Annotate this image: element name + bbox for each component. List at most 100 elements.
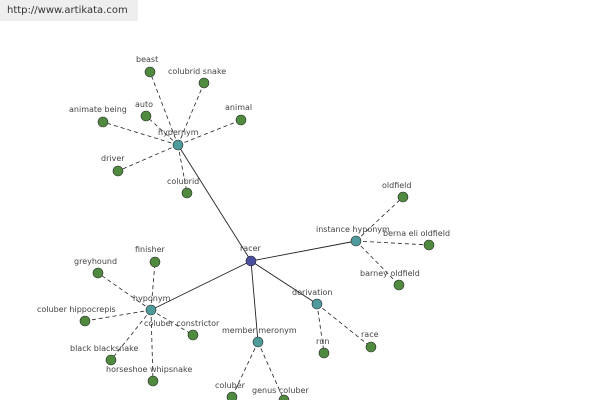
leaf-node-coluber-hippocrepis-label: coluber hippocrepis [37,305,116,314]
edge-center-hyponym [150,260,252,311]
edge-hypernym-beast [149,71,179,146]
category-node-hyponym-dot[interactable] [145,304,157,316]
edge-member-meronym-coluber [231,341,259,398]
category-node-hypernym-label: hypernym [158,128,199,137]
category-node-hypernym[interactable]: hypernym [158,128,199,151]
leaf-node-run-label: run [316,337,329,346]
edge-hypernym-auto [145,115,179,146]
leaf-node-colubrid[interactable]: colubrid [167,177,199,199]
edge-instance-hyponym-berna-eli-oldfield [355,240,430,246]
leaf-node-coluber-constrictor-dot[interactable] [187,329,199,341]
leaf-node-driver-dot[interactable] [112,165,124,177]
leaf-node-driver[interactable]: driver [101,154,125,177]
leaf-node-genus-coluber-label: genus coluber [252,386,309,395]
leaf-node-berna-eli-oldfield[interactable]: berna eli oldfield [383,229,450,251]
leaf-node-colubrid-snake-dot[interactable] [198,77,210,89]
category-node-instance-hyponym-dot[interactable] [350,235,362,247]
leaf-node-race-dot[interactable] [365,341,377,353]
category-node-member-meronym-label: member meronym [222,326,297,335]
leaf-node-berna-eli-oldfield-dot[interactable] [423,239,435,251]
leaf-node-greyhound-dot[interactable] [92,267,104,279]
leaf-node-driver-label: driver [101,154,125,163]
edge-instance-hyponym-oldfield [355,196,404,242]
edge-hyponym-coluber-constrictor [150,309,194,336]
graph-edges [84,71,430,400]
leaf-node-coluber[interactable]: coluber [215,381,246,400]
leaf-node-run-dot[interactable] [318,347,330,359]
url-banner: http://www.artikata.com [0,0,138,21]
edge-member-meronym-genus-coluber [257,341,285,400]
leaf-node-race-label: race [361,330,379,339]
leaf-node-barney-oldfield-label: barney oldfield [360,269,420,278]
edge-center-instance-hyponym [250,240,357,262]
leaf-node-genus-coluber-dot[interactable] [278,394,290,400]
leaf-node-animate-being-label: animate being [69,105,127,114]
leaf-node-black-blacksnake[interactable]: black blacksnake [70,344,139,366]
edge-hyponym-finisher [150,261,156,311]
leaf-node-greyhound[interactable]: greyhound [74,257,117,279]
leaf-node-horseshoe-whipsnake-dot[interactable] [147,375,159,387]
leaf-node-coluber-hippocrepis[interactable]: coluber hippocrepis [37,305,116,327]
leaf-node-oldfield[interactable]: oldfield [382,181,411,203]
leaf-node-black-blacksnake-dot[interactable] [105,354,117,366]
category-node-hypernym-dot[interactable] [172,139,184,151]
edge-derivation-run [316,303,325,354]
leaf-node-run[interactable]: run [316,337,330,359]
leaf-node-animate-being-dot[interactable] [97,116,109,128]
leaf-node-horseshoe-whipsnake[interactable]: horseshoe whipsnake [106,365,192,387]
edge-hypernym-animate-being [102,121,179,146]
url-link[interactable]: http://www.artikata.com [7,5,128,16]
category-node-hyponym-label: hyponym [133,294,171,303]
edge-hyponym-horseshoe-whipsnake [150,309,154,382]
leaf-node-animal[interactable]: animal [225,103,252,126]
leaf-node-horseshoe-whipsnake-label: horseshoe whipsnake [106,365,192,374]
leaf-node-animal-label: animal [225,103,252,112]
center-node-racer[interactable]: racer [240,244,262,267]
leaf-node-beast[interactable]: beast [136,55,158,78]
leaf-node-genus-coluber[interactable]: genus coluber [252,386,309,400]
category-node-derivation-dot[interactable] [311,298,323,310]
leaf-node-colubrid-snake[interactable]: colubrid snake [168,67,226,89]
edge-center-member-meronym [250,260,259,343]
leaf-node-auto-label: auto [135,100,153,109]
leaf-node-beast-dot[interactable] [144,66,156,78]
category-node-hyponym[interactable]: hyponym [133,294,171,316]
leaf-node-animal-dot[interactable] [235,114,247,126]
leaf-node-finisher[interactable]: finisher [135,245,165,268]
leaf-node-oldfield-label: oldfield [382,181,411,190]
leaf-node-race[interactable]: race [361,330,379,353]
edge-hypernym-driver [117,144,179,172]
category-node-derivation[interactable]: derivation [292,288,332,310]
center-node-racer-label: racer [240,244,262,253]
leaf-node-colubrid-dot[interactable] [181,187,193,199]
leaf-node-barney-oldfield-dot[interactable] [393,279,405,291]
category-node-instance-hyponym[interactable]: instance hyponym [316,225,390,247]
center-node-racer-dot[interactable] [245,255,257,267]
category-node-instance-hyponym-label: instance hyponym [316,225,390,234]
leaf-node-auto[interactable]: auto [135,100,153,122]
leaf-node-berna-eli-oldfield-label: berna eli oldfield [383,229,450,238]
leaf-node-colubrid-snake-label: colubrid snake [168,67,226,76]
edge-instance-hyponym-barney-oldfield [355,240,400,286]
leaf-node-coluber-constrictor[interactable]: coluber constrictor [144,319,220,341]
category-node-member-meronym[interactable]: member meronym [222,326,297,348]
leaf-node-animate-being[interactable]: animate being [69,105,127,128]
leaf-node-coluber-dot[interactable] [226,391,238,400]
leaf-node-finisher-dot[interactable] [149,256,161,268]
leaf-node-coluber-label: coluber [215,381,246,390]
leaf-node-auto-dot[interactable] [140,110,152,122]
edge-derivation-race [316,303,372,348]
leaf-node-coluber-constrictor-label: coluber constrictor [144,319,220,328]
leaf-node-finisher-label: finisher [135,245,165,254]
edge-center-derivation [250,260,318,305]
category-node-member-meronym-dot[interactable] [252,336,264,348]
leaf-node-oldfield-dot[interactable] [397,191,409,203]
leaf-node-coluber-hippocrepis-dot[interactable] [79,315,91,327]
category-node-derivation-label: derivation [292,288,332,297]
leaf-node-colubrid-label: colubrid [167,177,199,186]
edge-hypernym-animal [177,119,242,146]
edge-center-hypernym [177,144,252,262]
leaf-node-barney-oldfield[interactable]: barney oldfield [360,269,420,291]
leaf-node-black-blacksnake-label: black blacksnake [70,344,139,353]
